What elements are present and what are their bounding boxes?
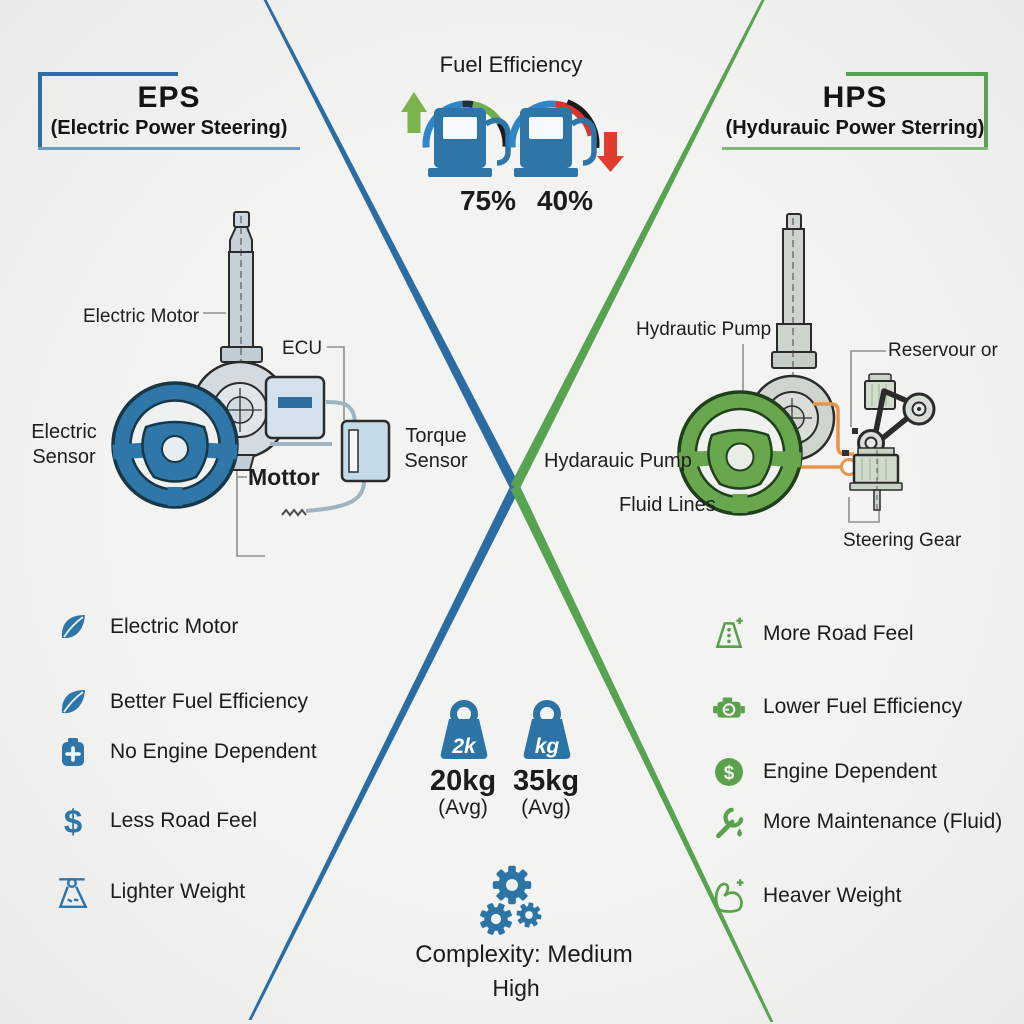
fuel-gauge-eps [401, 92, 511, 177]
eps-wiring [270, 400, 366, 513]
eps-label-ecu: ECU [282, 338, 323, 359]
wrench-icon [710, 804, 748, 840]
hps-subtitle: (Hydurauic Power Sterring) [725, 117, 985, 139]
leaf-icon [54, 610, 92, 644]
eps-title: EPS [137, 81, 201, 114]
hps-weight-note: (Avg) [521, 796, 571, 819]
hps-weight-value: 35kg [512, 765, 580, 797]
eps-diagram [111, 211, 391, 557]
fuel-pump-icon [428, 108, 511, 177]
engine-icon [710, 689, 748, 725]
feature-label: No Engine Dependent [110, 740, 317, 763]
hps-label-reservoir: Reservour or [888, 340, 998, 361]
gears-icon [474, 865, 544, 941]
road-cone-icon [710, 616, 748, 652]
down-arrow-icon [597, 132, 624, 172]
eps-weight-note: (Avg) [438, 796, 488, 819]
feature-label: Better Fuel Efficiency [110, 690, 309, 713]
eps-connector [281, 508, 307, 517]
up-arrow-icon [401, 92, 427, 133]
eps-label-electric-motor: Electric Motor [83, 306, 200, 327]
eps-feature-row: Lighter Weight [54, 872, 245, 912]
scale-weight-icon [54, 874, 92, 910]
feature-label: More Road Feel [763, 622, 914, 645]
divider-lines [248, 0, 774, 1022]
hps-label-steering-gear: Steering Gear [843, 530, 962, 551]
eps-label-torque-sensor: Torque Sensor [404, 425, 468, 472]
eps-weight-icon: 2k [440, 700, 488, 759]
leaf-icon [54, 685, 92, 719]
eps-fuel-value: 75% [459, 185, 517, 216]
eps-steering-wheel [111, 381, 239, 509]
fuel-pump-icon [514, 108, 597, 177]
eps-feature-row: Better Fuel Efficiency [54, 682, 308, 722]
dollar-icon: $ [54, 805, 92, 838]
feature-label: Lower Fuel Efficiency [763, 695, 963, 718]
feature-label: Heaver Weight [763, 884, 902, 907]
eps-ecu-box [264, 375, 326, 440]
feature-label: More Maintenance (Fluid) [763, 810, 1003, 833]
hps-feature-row: More Road Feel [710, 614, 914, 654]
hps-label-fluid-lines: Fluid Lines [619, 494, 716, 516]
eps-torque-sensor-box [340, 419, 391, 483]
eps-feature-row: Electric Motor [54, 607, 238, 647]
battery-icon [54, 735, 92, 769]
eps-label-lines [203, 312, 345, 557]
feature-label: Engine Dependent [763, 760, 937, 783]
complexity-line2: High [492, 975, 540, 1001]
hps-feature-row: Heaver Weight [710, 876, 902, 916]
hps-feature-row: Lower Fuel Efficiency [710, 687, 962, 727]
dollar-glyph: $ [63, 802, 83, 840]
eps-feature-row: $ Less Road Feel [54, 801, 257, 841]
eps-subtitle: (Electric Power Steering) [50, 117, 288, 139]
feature-label: Less Road Feel [110, 809, 258, 832]
eps-feature-row: No Engine Dependent [54, 732, 317, 772]
bicep-icon [710, 877, 748, 915]
hps-weight-badge: kg [535, 735, 560, 758]
fuel-efficiency-title: Fuel Efficiency [439, 52, 583, 77]
eps-label-mottor: Mottor [248, 464, 320, 490]
complexity-line1: Complexity: Medium [415, 941, 633, 968]
feature-label: Lighter Weight [110, 880, 246, 903]
hps-fuel-value: 40% [536, 185, 594, 216]
hps-steering-wheel [677, 390, 803, 516]
eps-label-electric-sensor: Electric Sensor [31, 421, 97, 468]
eps-weight-badge: 2k [451, 735, 477, 758]
feature-label: Electric Motor [110, 615, 239, 638]
hps-label-hydrautic-pump: Hydrautic Pump [636, 319, 772, 340]
hps-title-box: HPS (Hydurauic Power Sterring) [722, 72, 988, 150]
eps-weight-value: 20kg [429, 765, 497, 797]
eps-title-box: EPS (Electric Power Steering) [38, 72, 300, 150]
dollar-glyph: $ [724, 763, 735, 784]
hps-weight-icon: kg [523, 700, 571, 759]
hps-diagram [677, 213, 936, 523]
hps-label-hydarauic-pump: Hydarauic Pump [544, 450, 692, 472]
hps-feature-row: More Maintenance (Fluid) [710, 802, 1002, 842]
hps-feature-row: $ Engine Dependent [710, 752, 937, 792]
fuel-gauge-hps [508, 99, 624, 177]
hps-pump [849, 447, 903, 511]
hps-title: HPS [822, 81, 888, 114]
hps-steering-column [771, 213, 817, 380]
dollar-circle-icon: $ [710, 755, 748, 789]
